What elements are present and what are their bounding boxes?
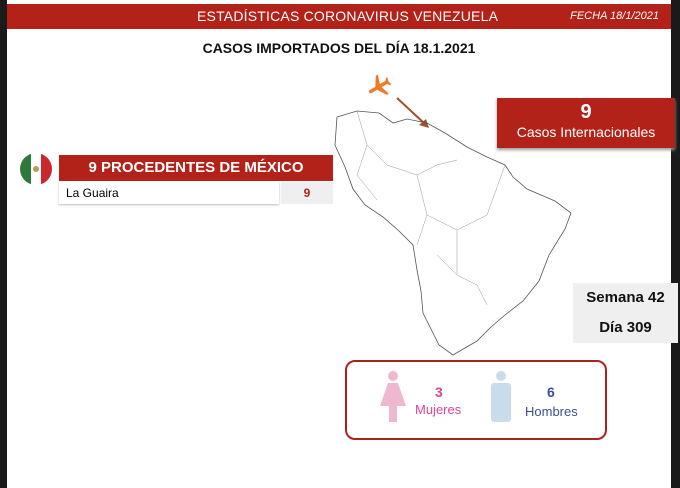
calendar-card: Semana 42 Día 309 xyxy=(573,283,678,343)
header-bar: ESTADÍSTICAS CORONAVIRUS VENEZUELA FECHA… xyxy=(7,4,671,29)
origin-count: 9 xyxy=(281,182,333,204)
header-title: ESTADÍSTICAS CORONAVIRUS VENEZUELA xyxy=(197,8,499,24)
international-cases-card: 9 Casos Internacionales xyxy=(497,98,675,148)
infographic: ESTADÍSTICAS CORONAVIRUS VENEZUELA FECHA… xyxy=(7,0,678,488)
men-label: Hombres xyxy=(525,404,578,419)
day-label: Día 309 xyxy=(599,319,652,336)
origin-heading: 9 PROCEDENTES DE MÉXICO xyxy=(59,155,333,181)
man-icon xyxy=(491,371,511,422)
arrow-icon xyxy=(396,97,429,128)
page-title: CASOS IMPORTADOS DEL DÍA 18.1.2021 xyxy=(202,40,476,56)
international-label: Casos Internacionales xyxy=(516,124,656,140)
mexico-flag-icon xyxy=(20,153,52,185)
gender-breakdown: 3 Mujeres 6 Hombres xyxy=(345,360,607,440)
women-label: Mujeres xyxy=(415,402,462,417)
woman-icon xyxy=(380,371,406,422)
origin-state: La Guaira xyxy=(59,182,279,204)
women-count: 3 xyxy=(435,384,443,400)
south-america-map xyxy=(334,110,572,356)
international-count: 9 xyxy=(580,101,592,123)
men-count: 6 xyxy=(547,384,555,400)
header-date: FECHA 18/1/2021 xyxy=(570,10,659,22)
plane-icon xyxy=(368,74,392,95)
week-label: Semana 42 xyxy=(586,289,665,306)
